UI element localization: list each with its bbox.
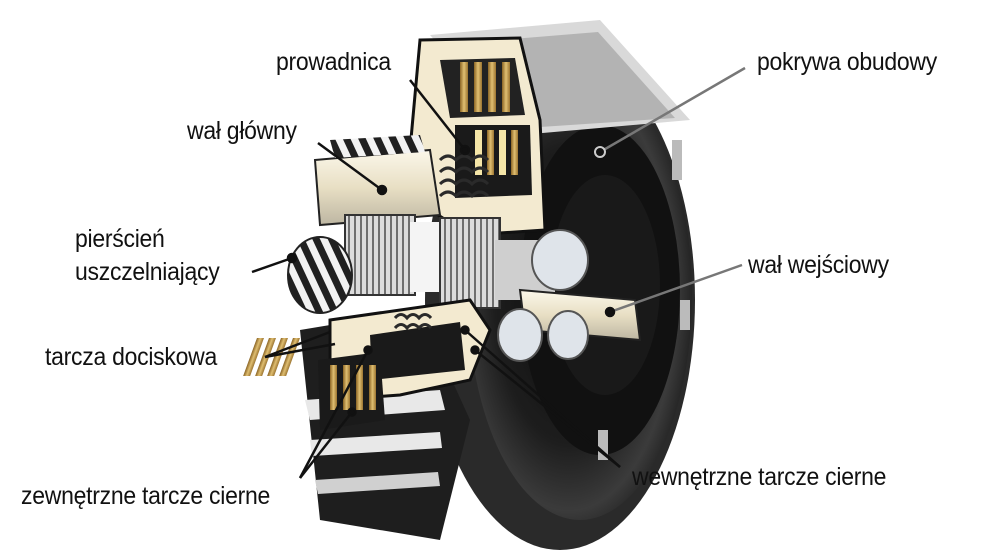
leader-wewnetrzne-2 bbox=[474, 349, 621, 468]
label-pokrywa-obudowy: pokrywa obudowy bbox=[757, 48, 937, 76]
leader-wal-glowny bbox=[317, 141, 383, 192]
upper-friction-plates bbox=[460, 62, 510, 112]
leader-lines bbox=[251, 66, 746, 479]
leader-zewnetrzne-1 bbox=[298, 349, 370, 479]
label-wewnetrzne-tarcze-cierne: wewnętrzne tarcze cierne bbox=[632, 463, 887, 491]
lower-spring bbox=[393, 313, 433, 331]
leader-wal-wejsciowy bbox=[609, 263, 743, 314]
leader-tarcza-dociskowa-1 bbox=[264, 330, 331, 359]
leader-prowadnica bbox=[409, 79, 466, 151]
upper-inner-plates bbox=[475, 130, 518, 175]
label-wal-wejsciowy: wał wejściowy bbox=[748, 251, 889, 279]
label-pierscien-line1: pierścień bbox=[75, 225, 165, 253]
label-zewnetrzne-tarcze-cierne: zewnętrzne tarcze cierne bbox=[21, 482, 271, 510]
input-shaft bbox=[497, 229, 642, 362]
leader-pierscien bbox=[251, 256, 293, 274]
leader-pokrywa-obudowy bbox=[599, 66, 746, 154]
leader-tarcza-dociskowa-2 bbox=[264, 342, 336, 359]
label-pierscien-line2: uszczelniający bbox=[75, 258, 220, 286]
label-prowadnica: prowadnica bbox=[276, 48, 391, 76]
return-spring bbox=[438, 154, 490, 199]
leader-zewnetrzne-2 bbox=[299, 411, 353, 479]
lower-outer-plates bbox=[330, 365, 376, 410]
label-wal-glowny: wał główny bbox=[187, 117, 297, 145]
leader-wewnetrzne-1 bbox=[464, 329, 621, 468]
sealing-ring bbox=[287, 236, 353, 314]
label-tarcza-dociskowa: tarcza dociskowa bbox=[45, 343, 217, 371]
upper-cutaway bbox=[408, 36, 547, 237]
